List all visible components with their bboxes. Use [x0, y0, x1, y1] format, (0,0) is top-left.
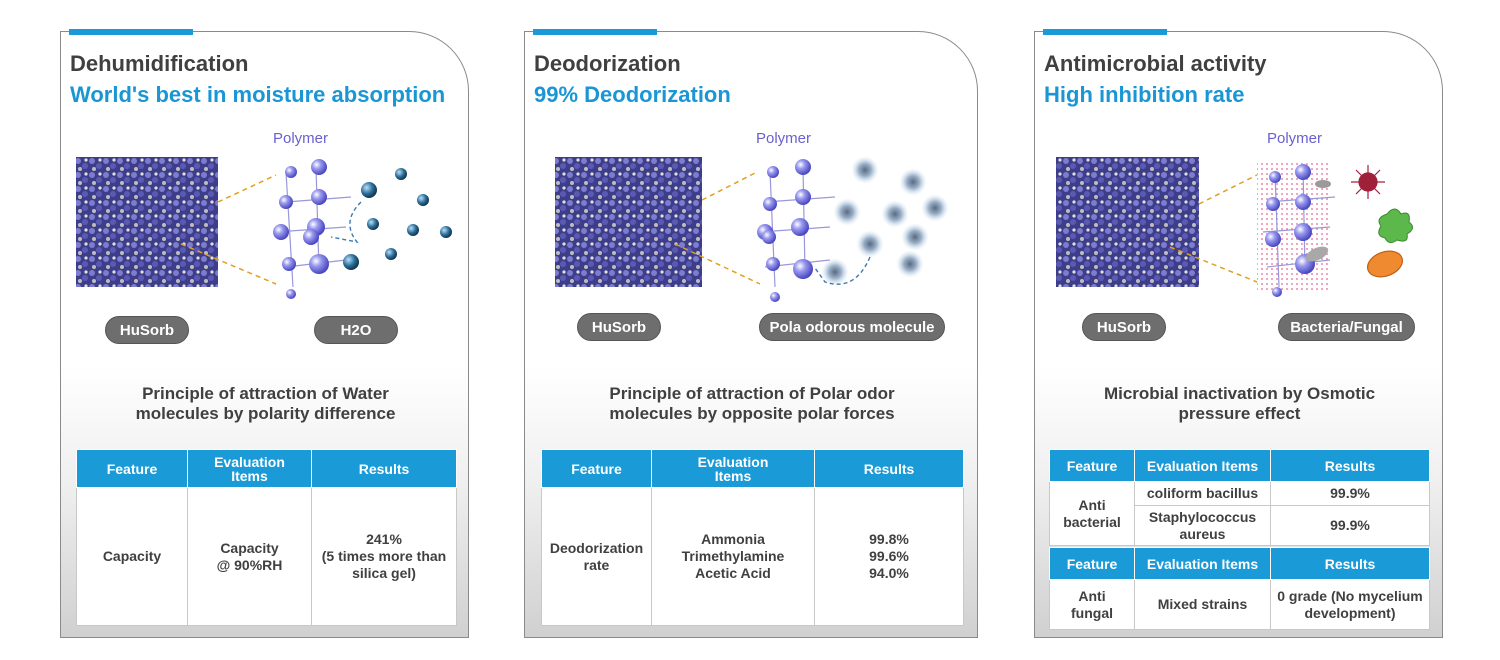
h2o-pill: H2O: [314, 316, 398, 344]
panel-dehumidification: Dehumidification World's best in moistur…: [60, 29, 469, 638]
cell-items: Capacity@ 90%RH: [187, 487, 312, 626]
panel-subtitle: High inhibition rate: [1044, 82, 1245, 107]
header-results: Results: [1270, 449, 1430, 482]
accent-bar: [533, 29, 657, 35]
accent-bar: [69, 29, 193, 35]
header-evaluation-items: Evaluation Items: [1134, 547, 1271, 580]
panel-deodorization: Deodorization 99% Deodorization Polymer: [524, 29, 978, 638]
cell-result: 99.9%: [1270, 481, 1430, 506]
header-feature: Feature: [541, 449, 652, 488]
husorb-texture: [76, 157, 218, 287]
panel-title: Deodorization: [534, 51, 681, 76]
bacteria-fungal-pill: Bacteria/Fungal: [1278, 313, 1415, 341]
panel-subtitle: 99% Deodorization: [534, 82, 731, 107]
cell-results: 99.8%99.6%94.0%: [814, 487, 964, 626]
header-results: Results: [1270, 547, 1430, 580]
husorb-pill: HuSorb: [577, 313, 661, 341]
husorb-texture: [1056, 157, 1199, 287]
virus-icon: [1351, 165, 1385, 199]
header-results: Results: [311, 449, 457, 488]
husorb-texture: [555, 157, 702, 287]
header-feature: Feature: [76, 449, 188, 488]
odorous-molecule-pill: Pola odorous molecule: [759, 313, 945, 341]
cell-result: 99.9%: [1270, 505, 1430, 546]
cell-item: Mixed strains: [1134, 579, 1271, 630]
antimicrobial-illustration: [1056, 157, 1413, 297]
cell-item: coliform bacillus: [1134, 481, 1271, 506]
husorb-pill: HuSorb: [1082, 313, 1166, 341]
cell-feature: Capacity: [76, 487, 188, 626]
header-results: Results: [814, 449, 964, 488]
bacterium-icon: [1366, 250, 1404, 278]
accent-bar: [1043, 29, 1167, 35]
husorb-pill: HuSorb: [105, 316, 189, 344]
header-feature: Feature: [1049, 547, 1135, 580]
panel-title: Dehumidification: [70, 51, 249, 76]
fungus-icon: [1378, 208, 1413, 244]
header-evaluation-items: Evaluation Items: [1134, 449, 1271, 482]
polymer-label: Polymer: [756, 130, 812, 147]
moisture-illustration: [76, 157, 452, 299]
panel-antimicrobial: Antimicrobial activity High inhibition r…: [1034, 29, 1443, 638]
odor-illustration: [555, 156, 949, 302]
panel-subtitle: World's best in moisture absorption: [70, 82, 446, 107]
header-feature: Feature: [1049, 449, 1135, 482]
panel-title: Antimicrobial activity: [1044, 51, 1267, 76]
polymer-label: Polymer: [1267, 130, 1323, 147]
polymer-label: Polymer: [273, 130, 329, 147]
